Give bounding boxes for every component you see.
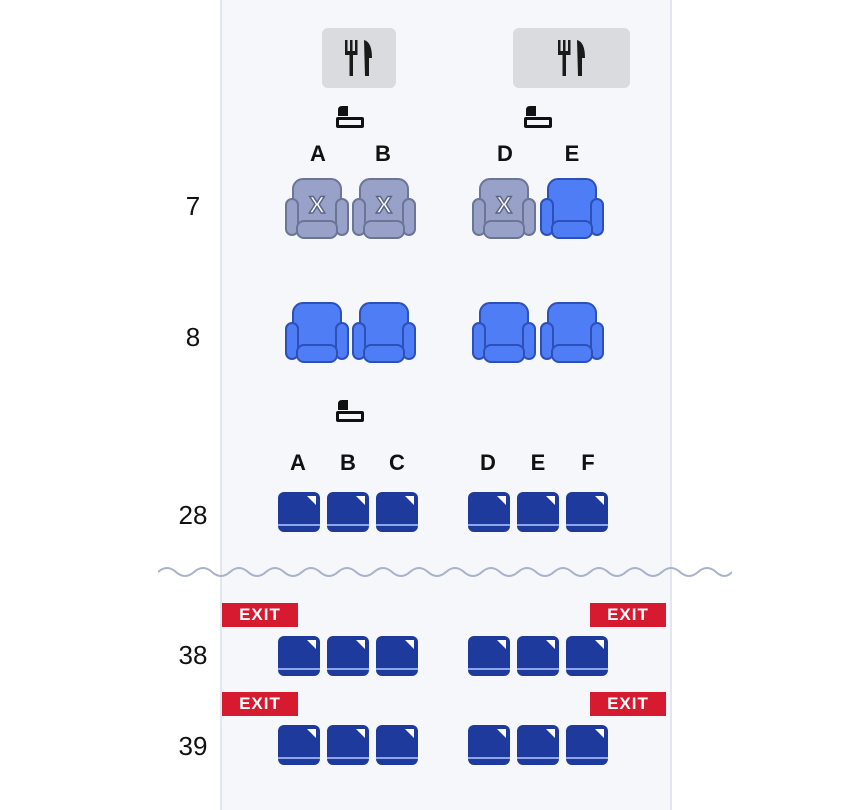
seat-39A[interactable] [278,725,320,765]
row-number-38: 38 [178,640,208,670]
row-number-39: 39 [178,731,208,761]
occupied-mark: X [496,192,512,219]
seat-39B[interactable] [327,725,369,765]
bassinet-icon [336,106,364,128]
column-letter-A: A [290,450,306,475]
column-letter-D: D [497,141,513,166]
seat-38B[interactable] [327,636,369,676]
seat-39E[interactable] [517,725,559,765]
column-letter-B: B [375,141,391,166]
seat-38C[interactable] [376,636,418,676]
galley-right [513,28,630,88]
seat-7A[interactable]: X [285,177,349,241]
seat-28D[interactable] [468,492,510,532]
seat-39C[interactable] [376,725,418,765]
seat-38E[interactable] [517,636,559,676]
seat-28F[interactable] [566,492,608,532]
column-letter-B: B [340,450,356,475]
seat-8E[interactable] [540,301,604,365]
seat-7E[interactable] [540,177,604,241]
seat-8A[interactable] [285,301,349,365]
occupied-mark: X [376,192,392,219]
column-letter-E: E [530,450,546,475]
row-number-28: 28 [178,500,208,530]
seat-8B[interactable] [352,301,416,365]
galley-left [322,28,396,88]
column-letter-D: D [480,450,496,475]
seat-8D[interactable] [472,301,536,365]
seat-28C[interactable] [376,492,418,532]
bassinet-icon [336,400,364,422]
seat-28B[interactable] [327,492,369,532]
exit-label-left-39: EXIT [222,692,298,716]
seat-39F[interactable] [566,725,608,765]
row-number-8: 8 [185,322,201,352]
column-letter-A: A [310,141,326,166]
seat-28A[interactable] [278,492,320,532]
fork-knife-icon [557,40,585,76]
seat-38A[interactable] [278,636,320,676]
exit-label-left-38: EXIT [222,603,298,627]
row-number-7: 7 [185,191,201,221]
section-break-wave [158,567,732,577]
column-letter-F: F [581,450,595,475]
column-letter-E: E [564,141,580,166]
seat-39D[interactable] [468,725,510,765]
column-letter-C: C [389,450,405,475]
seat-7D[interactable]: X [472,177,536,241]
seat-7B[interactable]: X [352,177,416,241]
fork-knife-icon [345,40,372,76]
exit-label-right-38: EXIT [590,603,666,627]
fuselage [220,0,672,810]
occupied-mark: X [309,192,325,219]
exit-label-right-39: EXIT [590,692,666,716]
seat-38D[interactable] [468,636,510,676]
seat-38F[interactable] [566,636,608,676]
bassinet-icon [524,106,552,128]
seat-28E[interactable] [517,492,559,532]
